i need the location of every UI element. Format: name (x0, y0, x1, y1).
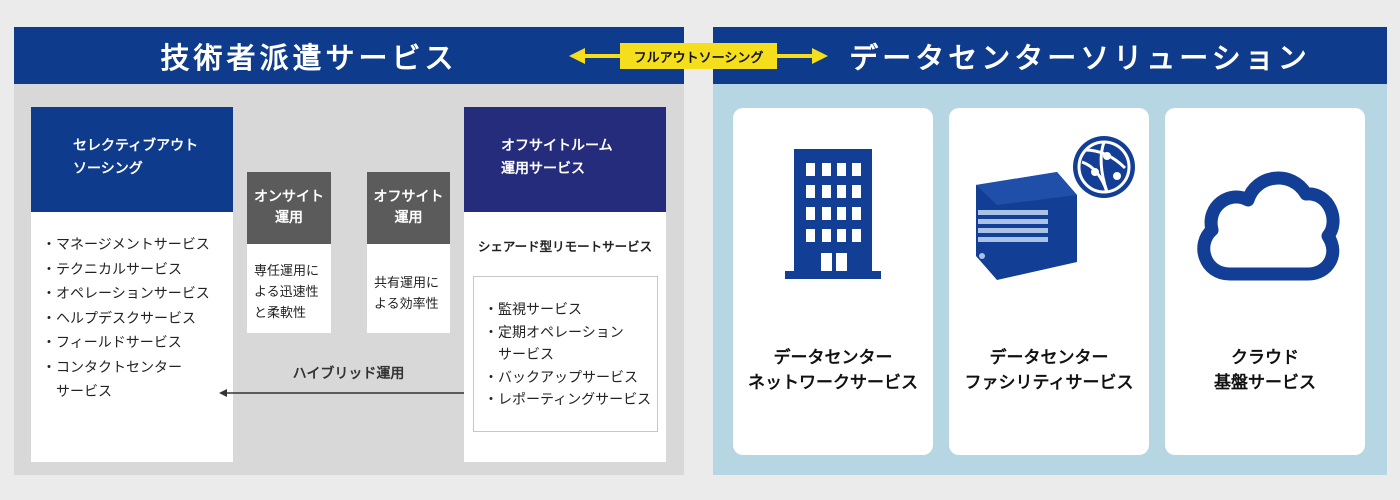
offsite-desc-line-1: 共有運用に (374, 276, 440, 291)
shared-remote-service-title: シェアード型リモートサービス (477, 239, 653, 254)
onsite-desc-line-3: と柔軟性 (254, 306, 307, 321)
selective-service-list: ・マネージメントサービス ・テクニカルサービス ・オペレーションサービス ・ヘル… (42, 233, 233, 405)
list-item: ・定期オペレーション (484, 324, 624, 341)
offsite-room-title-line-1: オフサイトルーム (501, 138, 613, 154)
onsite-operation-header: オンサイト 運用 (247, 172, 331, 244)
list-item: ・マネージメントサービス (42, 237, 210, 253)
offsite-operation-card: 共有運用に よる効率性 (367, 244, 450, 333)
datacenter-facility-service-card: データセンター ファシリティサービス (949, 108, 1149, 455)
remote-service-box: ・監視サービス ・定期オペレーション サービス ・バックアップサービス ・レポー… (473, 276, 658, 432)
list-item: ・バックアップサービス (484, 369, 638, 386)
facility-label-line-2: ファシリティサービス (964, 373, 1134, 393)
onsite-desc-line-1: 専任運用に (254, 264, 320, 279)
cloud-infrastructure-service-card: クラウド 基盤サービス (1165, 108, 1365, 455)
selective-outsourcing-card: ・マネージメントサービス ・テクニカルサービス ・オペレーションサービス ・ヘル… (31, 212, 233, 462)
facility-label-line-1: データセンター (989, 348, 1109, 368)
cloud-label-line-1: クラウド (1231, 348, 1299, 368)
cloud-service-label: クラウド 基盤サービス (1165, 346, 1365, 396)
full-outsourcing-connector: フルアウトソーシング (567, 40, 830, 72)
offsite-room-title-line-2: 運用サービス (501, 161, 585, 177)
selective-title-line-2: ソーシング (73, 161, 143, 177)
offsite-room-header: オフサイトルーム 運用サービス (464, 107, 666, 212)
list-item: ・監視サービス (484, 302, 582, 318)
offsite-title-line-2: 運用 (394, 210, 423, 226)
offsite-desc-line-2: よる効率性 (374, 297, 439, 312)
network-service-label: データセンター ネットワークサービス (733, 346, 933, 396)
office-building-icon (785, 149, 881, 279)
offsite-operation-header: オフサイト 運用 (367, 172, 450, 244)
list-item: サービス (484, 347, 554, 363)
onsite-title-line-2: 運用 (275, 210, 303, 226)
hybrid-operation-label: ハイブリッド運用 (292, 366, 405, 382)
list-item: ・テクニカルサービス (42, 261, 182, 278)
facility-service-label: データセンター ファシリティサービス (949, 346, 1149, 396)
onsite-desc-line-2: よる迅速性 (254, 285, 319, 300)
network-label-line-2: ネットワークサービス (748, 373, 918, 393)
network-label-line-1: データセンター (773, 348, 893, 368)
cloud-label-line-2: 基盤サービス (1214, 373, 1316, 393)
list-item: ・ヘルプデスクサービス (42, 310, 196, 327)
offsite-title-line-1: オフサイト (373, 189, 444, 205)
list-item: ・コンタクトセンター (42, 359, 182, 376)
full-outsourcing-label: フルアウトソーシング (620, 43, 777, 69)
datacenter-network-service-card: データセンター ネットワークサービス (733, 108, 933, 455)
selective-outsourcing-header: セレクティブアウト ソーシング (31, 107, 233, 212)
list-item: ・フィールドサービス (42, 335, 182, 351)
remote-service-list: ・監視サービス ・定期オペレーション サービス ・バックアップサービス ・レポー… (484, 299, 657, 412)
cloud-icon (1197, 171, 1340, 281)
list-item: ・オペレーションサービス (42, 286, 210, 302)
onsite-operation-card: 専任運用に よる迅速性 と柔軟性 (247, 244, 331, 333)
selective-title-line-1: セレクティブアウト (73, 138, 199, 154)
onsite-title-line-1: オンサイト (254, 189, 324, 205)
hybrid-double-arrow-icon (219, 389, 477, 397)
server-globe-icon (976, 136, 1135, 280)
offsite-room-card: シェアード型リモートサービス ・監視サービス ・定期オペレーション サービス ・… (464, 212, 666, 462)
list-item: サービス (42, 384, 112, 400)
list-item: ・レポーティングサービス (484, 392, 652, 408)
